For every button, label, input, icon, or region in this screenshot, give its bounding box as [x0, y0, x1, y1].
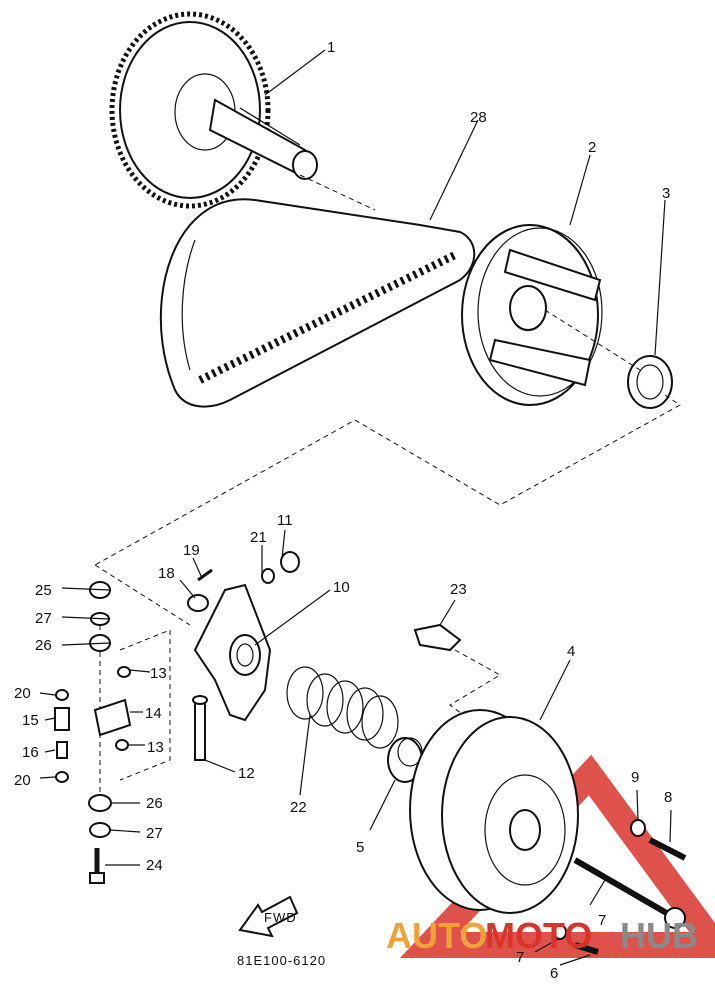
callout-12: 12: [238, 765, 255, 782]
part-23-bracket: [413, 623, 462, 652]
callout-2: 2: [588, 139, 596, 156]
assembly-line-left: [94, 564, 191, 800]
callout-numbers: 1 28 2 3 11 21 19 18 10 23 25 27 26 13 2…: [14, 39, 672, 982]
part-4-clutch-housing: [409, 709, 579, 914]
callout-4: 4: [567, 643, 575, 660]
callout-26-lower: 26: [146, 795, 163, 812]
callout-19: 19: [183, 542, 200, 559]
left-stack-parts: [54, 581, 132, 884]
part-10-cam: [193, 583, 272, 722]
part-21-washer: [261, 568, 275, 584]
callout-13-lower: 13: [147, 739, 164, 756]
part-12-pin: [192, 695, 208, 761]
callout-5: 5: [356, 839, 364, 856]
part-28-v-belt: [159, 198, 476, 408]
callout-25: 25: [35, 582, 52, 599]
callout-23: 23: [450, 581, 467, 598]
callout-8: 8: [664, 789, 672, 806]
fwd-label: FWD: [264, 910, 297, 925]
callout-15: 15: [22, 712, 39, 729]
callout-9: 9: [631, 769, 639, 786]
callout-22: 22: [290, 799, 307, 816]
callout-26-upper: 26: [35, 637, 52, 654]
part-8-bolt: [648, 837, 687, 861]
callout-27-upper: 27: [35, 610, 52, 627]
part-6-bolt: [574, 942, 599, 955]
callout-21: 21: [250, 529, 267, 546]
callout-3: 3: [662, 185, 670, 202]
callout-24: 24: [146, 857, 163, 874]
part-19-clip: [197, 568, 213, 582]
part-9-washer: [630, 819, 646, 837]
part-11-cap: [280, 551, 300, 573]
callout-18: 18: [158, 565, 175, 582]
diagram-code: 81E100-6120: [237, 953, 326, 968]
callout-10: 10: [333, 579, 350, 596]
callout-1: 1: [327, 39, 335, 56]
callout-28: 28: [470, 109, 487, 126]
assembly-line-right: [94, 309, 681, 566]
part-2-secondary-sheave: [461, 224, 603, 406]
callout-13-upper: 13: [150, 665, 167, 682]
part-22-spring: [286, 666, 399, 749]
callout-6: 6: [550, 965, 558, 982]
callout-14: 14: [145, 705, 162, 722]
callout-20-upper: 20: [14, 685, 31, 702]
watermark-suffix: HUB: [620, 915, 698, 956]
callout-27-lower: 27: [146, 825, 163, 842]
part-7-bolt: [573, 857, 686, 929]
part-18-roller: [187, 594, 209, 612]
callout-16: 16: [22, 744, 39, 761]
part-3-collar: [627, 355, 673, 409]
callout-7-right: 7: [598, 912, 606, 929]
callout-11: 11: [277, 512, 293, 529]
part-7-washer: [553, 924, 567, 940]
leader-lines: [39, 49, 672, 966]
part-1-primary-sheave: [109, 11, 318, 209]
callout-20-lower: 20: [14, 772, 31, 789]
shaft-axis-line-upper: [299, 174, 376, 211]
watermark-prefix: AUTO: [386, 915, 487, 956]
callout-7-left: 7: [516, 949, 524, 966]
fwd-direction-badge: FWD: [238, 895, 299, 938]
watermark-logo: AUTO MOTO HUB: [386, 915, 698, 956]
watermark-middle: MOTO: [485, 915, 592, 956]
assembly-line-bracket: [119, 629, 171, 781]
